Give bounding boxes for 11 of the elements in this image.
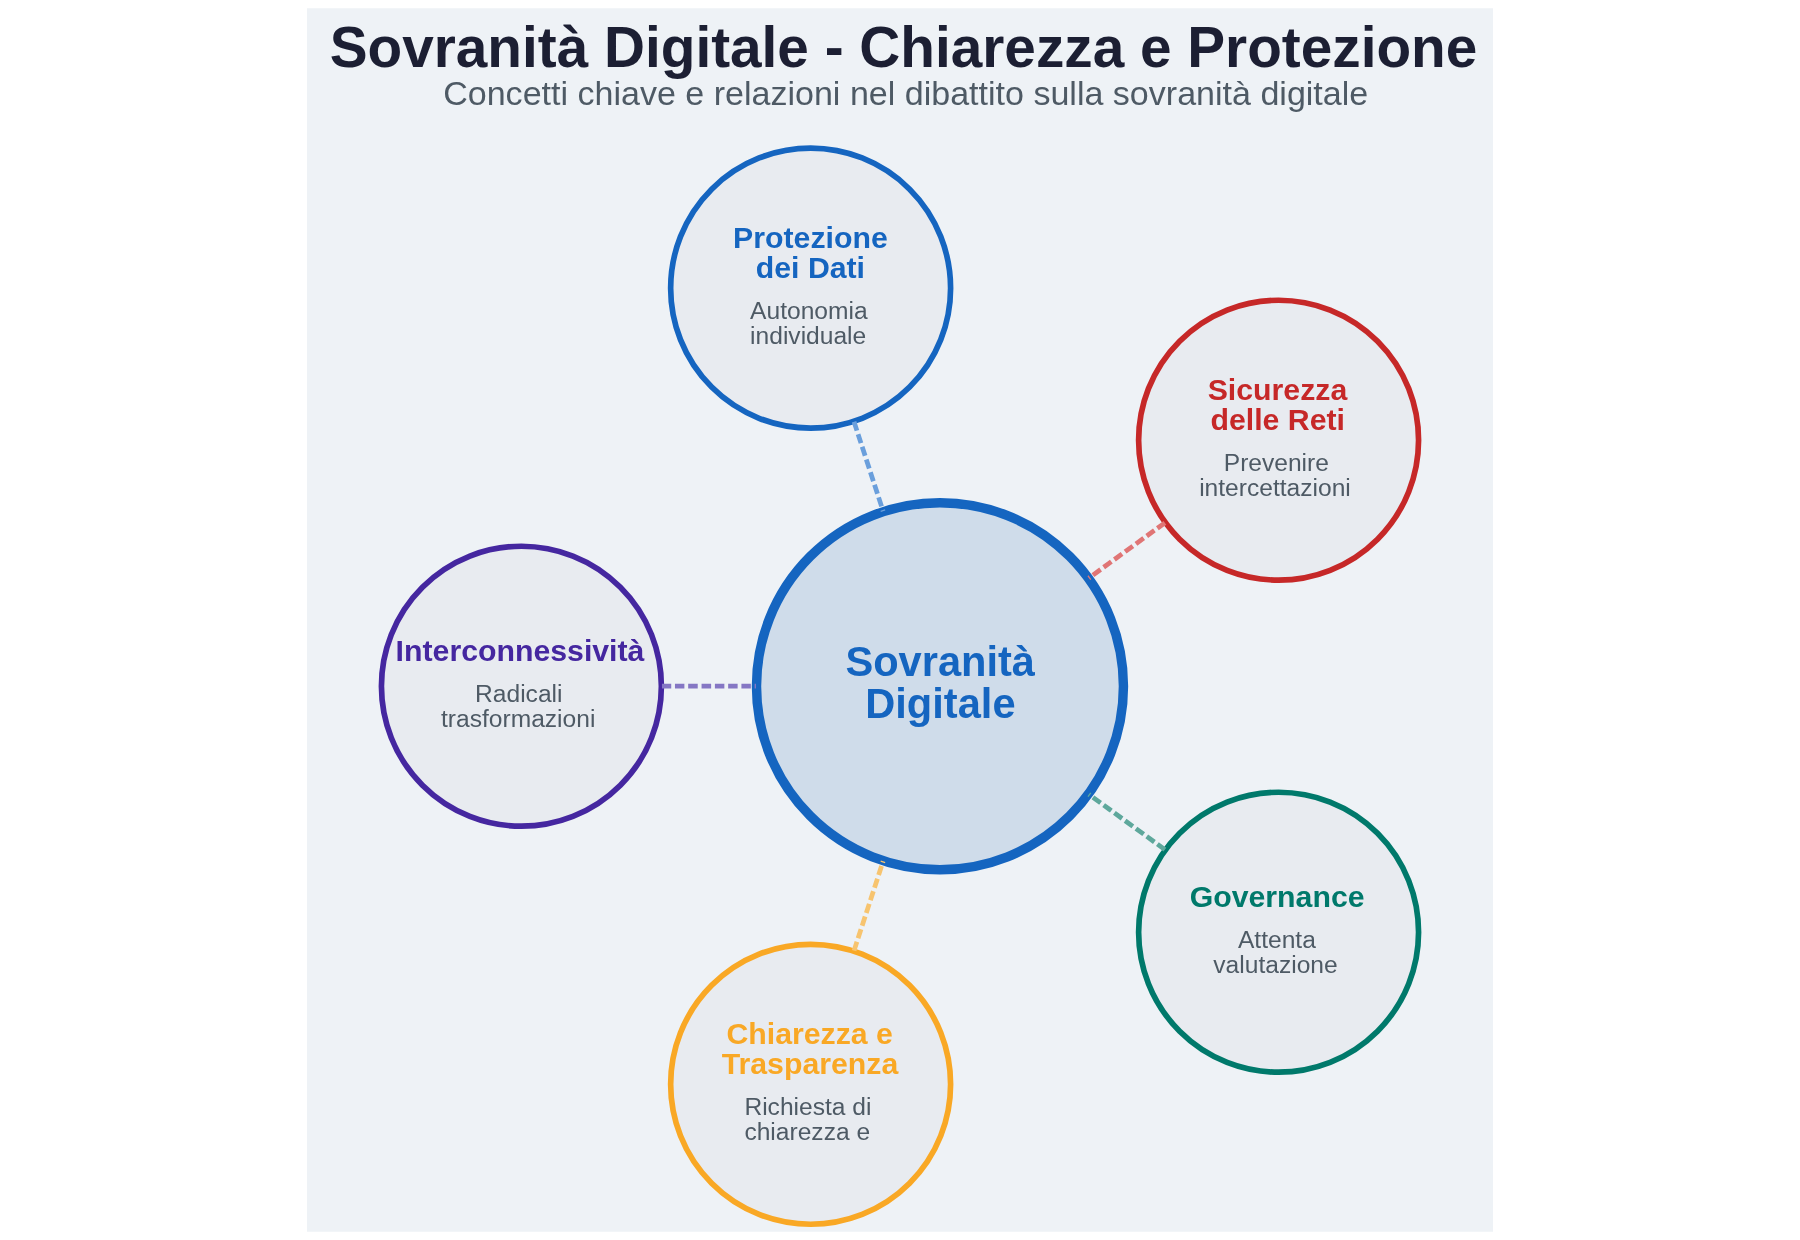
node-circle: Sovranità Digitale	[751, 498, 1129, 875]
node-circle: Chiarezza e Trasparenza Richiesta di chiarezza e	[667, 941, 954, 1228]
node-circle: Interconnessività Radicali trasformazioni	[378, 543, 665, 829]
connector	[851, 421, 886, 512]
connector	[1087, 792, 1167, 852]
connector	[851, 860, 886, 952]
connector	[661, 683, 756, 689]
connector	[1087, 520, 1167, 580]
node-circle: Protezione dei Dati Autonomia individuale	[667, 145, 954, 431]
node-circle: Sicurezza delle Reti Prevenire intercettazioni	[1135, 297, 1422, 583]
node-circle: Governance Attenta valutazione	[1135, 789, 1422, 1076]
